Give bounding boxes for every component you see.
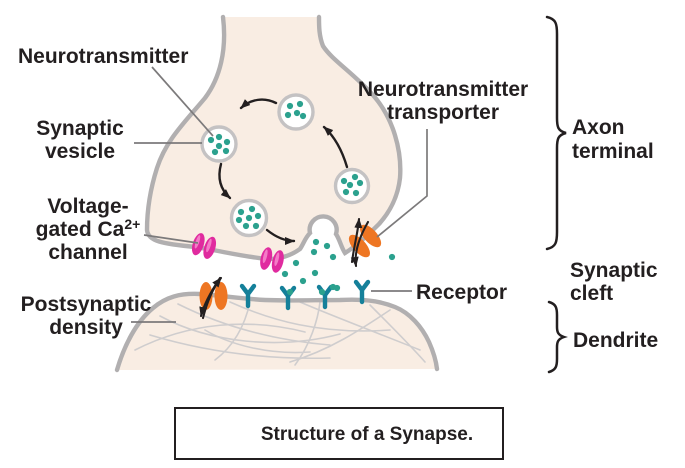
receptor-icon: [239, 283, 257, 309]
neurotransmitter-dot: [388, 253, 396, 261]
caption-text: Structure of a Synapse.: [261, 424, 473, 445]
svg-text:Synaptic: Synaptic: [570, 259, 658, 282]
svg-text:Neurotransmitter: Neurotransmitter: [358, 78, 528, 101]
cycle-arrow: [265, 228, 296, 245]
label-axon-terminal: Axon terminal: [572, 116, 654, 163]
postsynaptic-density-mesh: [134, 301, 426, 366]
cycle-arrow: [322, 125, 349, 169]
synaptic-vesicle: [200, 125, 238, 163]
synaptic-vesicle: [333, 167, 371, 205]
cycle-arrow: [218, 162, 232, 200]
svg-text:transporter: transporter: [387, 101, 499, 124]
svg-text:density: density: [49, 316, 123, 339]
label-nt-transporter: Neurotransmitter transporter: [358, 78, 528, 124]
svg-text:Postsynaptic: Postsynaptic: [21, 293, 152, 316]
neurotransmitter-dots: [340, 173, 364, 197]
dendrite-shape: [114, 291, 440, 373]
fusing-vesicle-pocket: [309, 225, 335, 251]
svg-text:channel: channel: [48, 241, 127, 264]
svg-text:terminal: terminal: [572, 140, 654, 163]
receptor-icon: [353, 279, 371, 305]
label-dendrite: Dendrite: [573, 329, 658, 352]
svg-text:Axon: Axon: [572, 116, 625, 139]
label-postsynaptic-density: Postsynaptic density: [21, 293, 152, 339]
dendrite-brace: [547, 300, 568, 374]
synaptic-vesicle: [229, 198, 269, 238]
leader-neurotransmitter: [151, 66, 214, 137]
label-synaptic-cleft: Synaptic cleft: [570, 259, 658, 305]
transport-arrow: [350, 220, 370, 268]
caption-border: [174, 407, 504, 460]
label-synaptic-vesicle: Synaptic vesicle: [36, 117, 124, 163]
synaptic-vesicle: [277, 93, 315, 131]
neurotransmitter-dots: [284, 100, 307, 120]
neurotransmitter-dots: [207, 133, 231, 156]
axon-terminal-membrane: [144, 14, 403, 262]
label-voltage-gated-channel: Voltage- gated Ca2+ channel: [36, 195, 141, 264]
leader-nt-transporter: [376, 129, 428, 238]
caption-box: Structure of a Synapse.: [174, 407, 504, 460]
svg-text:Synaptic: Synaptic: [36, 117, 124, 140]
transport-arrow: [199, 276, 222, 318]
cleft-neurotransmitter-dots: [281, 248, 341, 296]
label-neurotransmitter: Neurotransmitter: [18, 45, 188, 68]
leader-voltage-channel: [143, 234, 199, 244]
svg-text:gated Ca2+: gated Ca2+: [36, 216, 141, 241]
svg-text:cleft: cleft: [570, 282, 613, 305]
svg-text:vesicle: vesicle: [45, 140, 115, 163]
neurotransmitter-transporter: [348, 217, 382, 268]
dendrite-membrane: [114, 291, 440, 373]
calcium-channel: [260, 247, 284, 273]
released-dots-in-pocket: [312, 238, 331, 250]
postsynaptic-transporter: [199, 276, 228, 320]
svg-text:Voltage-: Voltage-: [47, 195, 128, 218]
axon-terminal-fill: [147, 17, 401, 259]
cycle-arrow: [239, 98, 278, 110]
calcium-channel: [191, 233, 217, 259]
vesicle-cycle-arrows: [218, 98, 349, 245]
neurotransmitter-dots: [235, 205, 262, 230]
leader-lines: [131, 66, 428, 323]
label-receptor: Receptor: [416, 281, 507, 304]
axon-terminal-brace: [545, 15, 567, 251]
